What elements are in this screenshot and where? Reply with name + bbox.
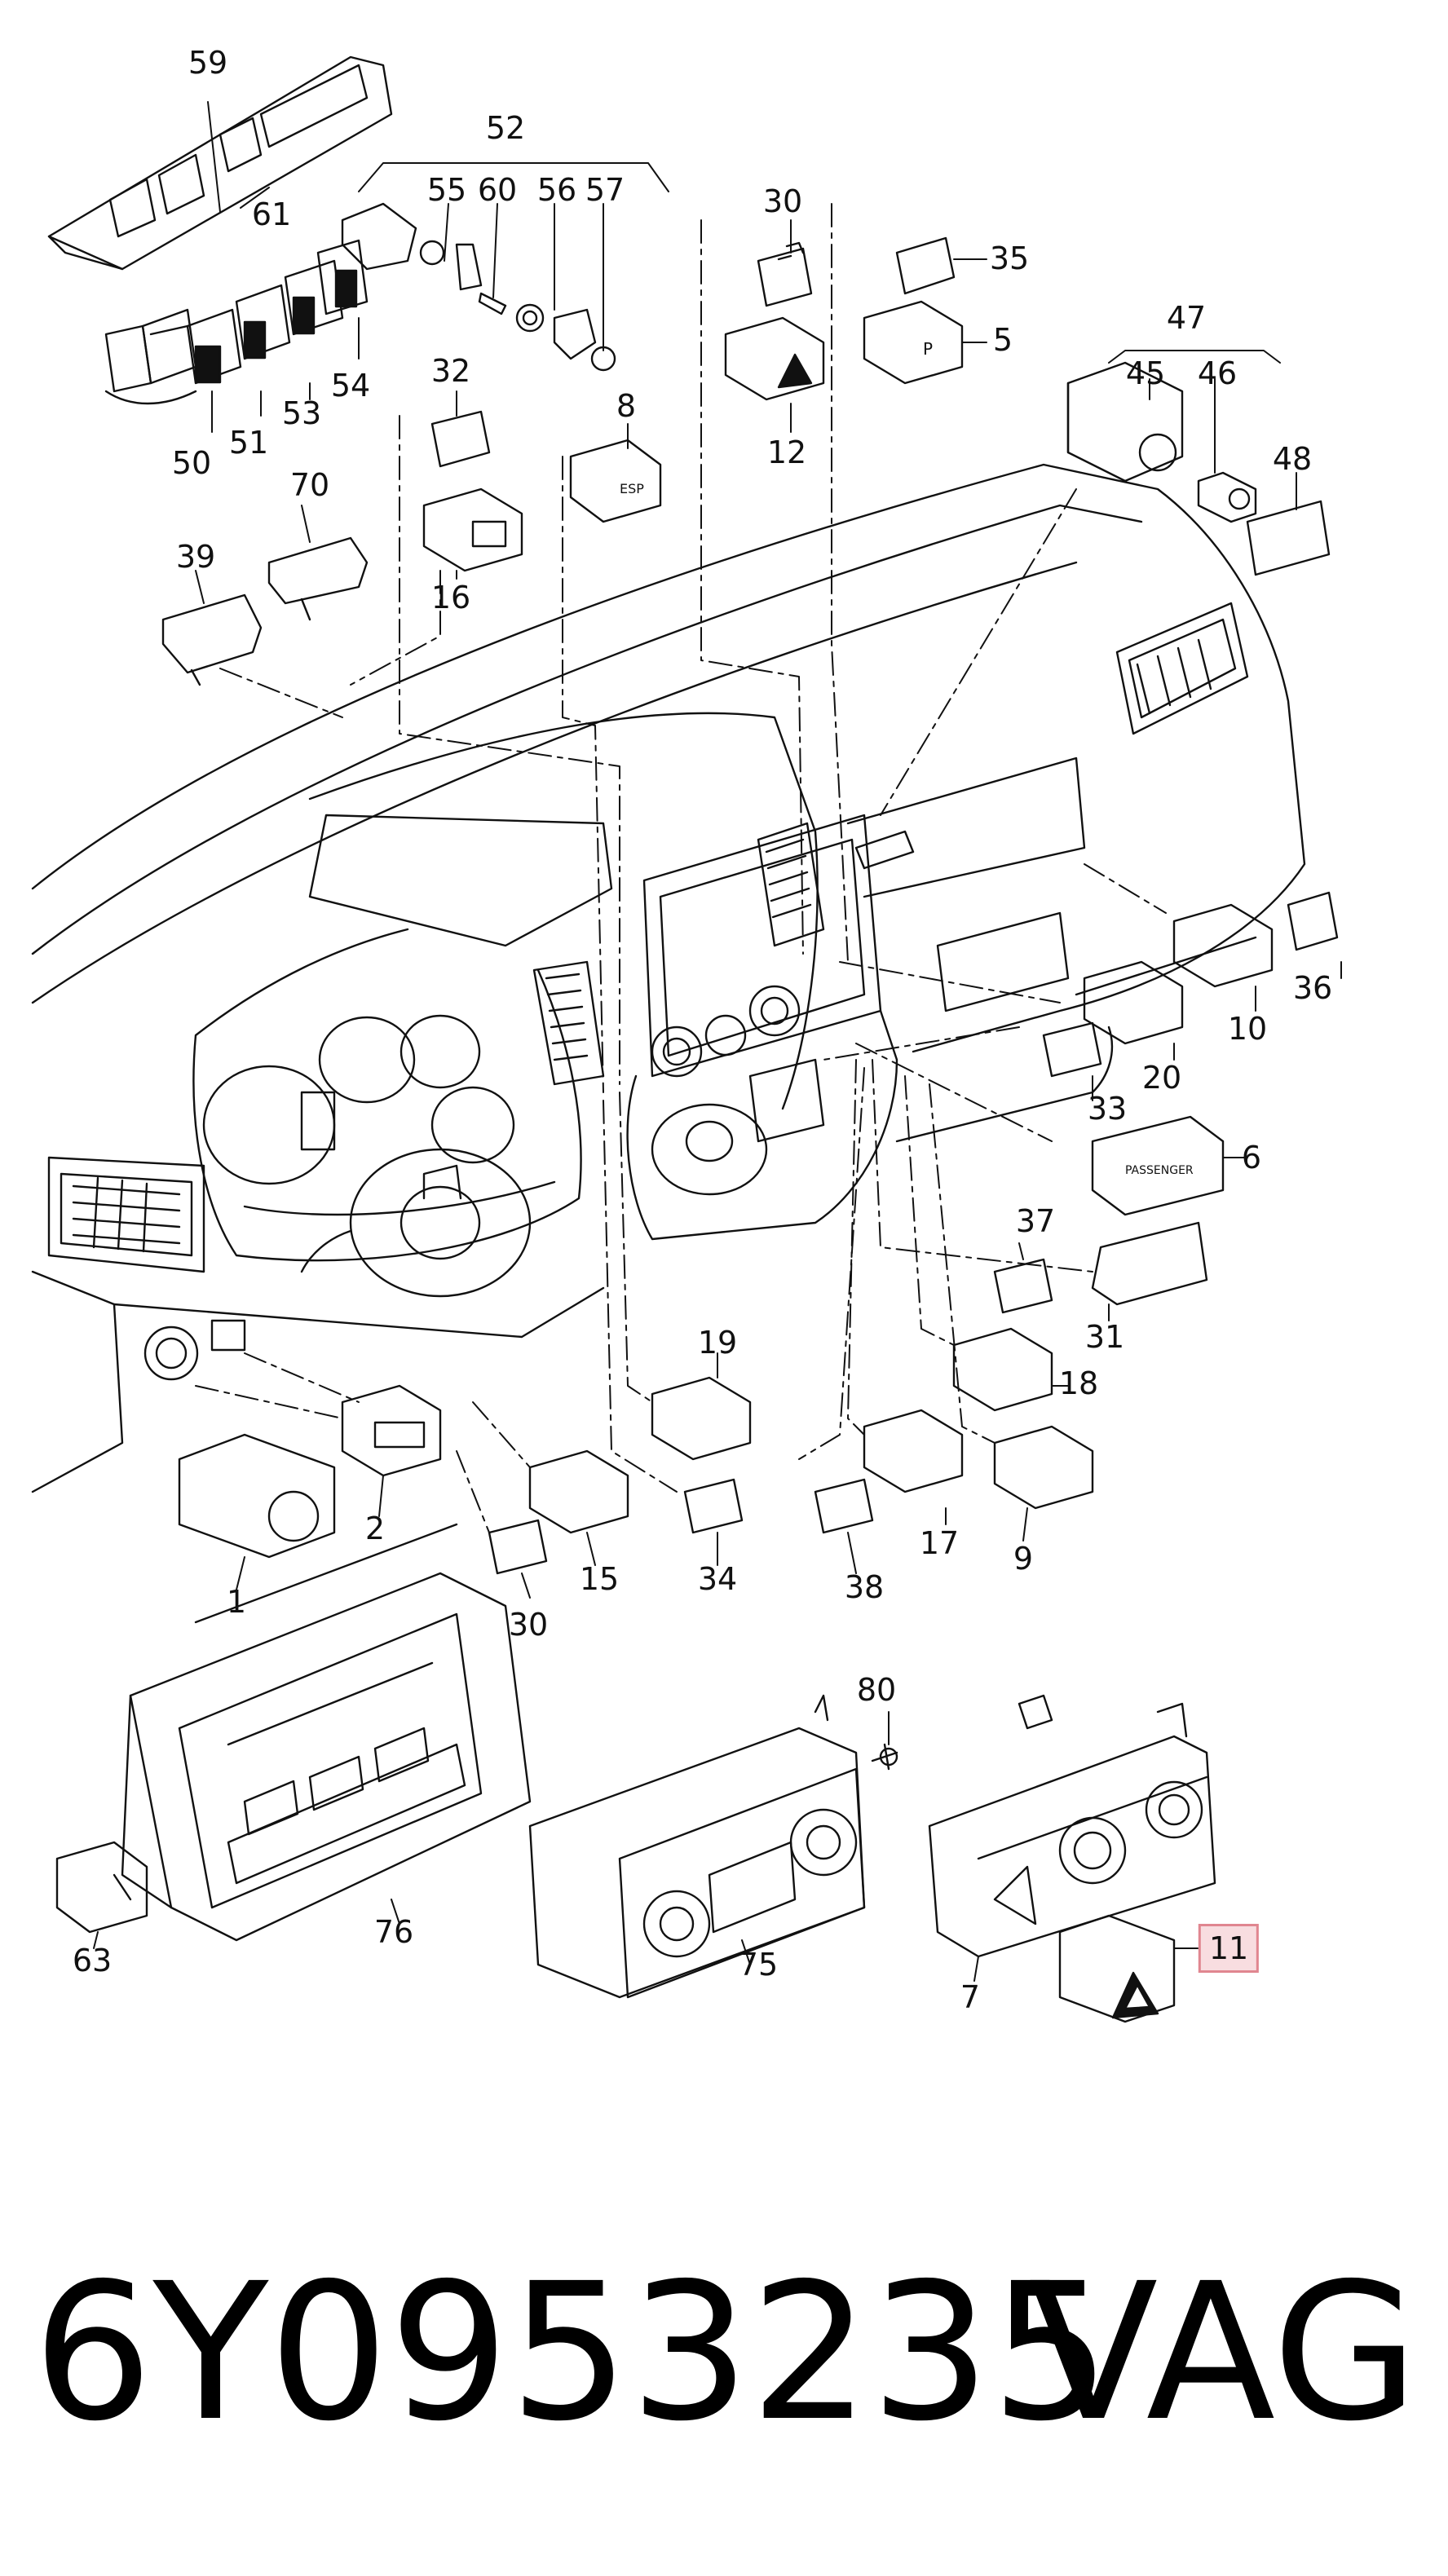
- switch-38: [814, 1478, 874, 1534]
- light-switch-unit-7: [928, 1694, 1216, 1958]
- light-switch-55: [341, 202, 616, 372]
- switch-18: [952, 1327, 1053, 1412]
- callout-39: 39: [175, 539, 216, 575]
- switch-19: [651, 1376, 752, 1461]
- callout-75: 75: [738, 1947, 779, 1983]
- svg-text:ESP: ESP: [620, 481, 644, 496]
- callout-10: 10: [1227, 1011, 1268, 1047]
- switch-6: PASSENGER: [1091, 1115, 1225, 1216]
- callout-35: 35: [989, 240, 1030, 276]
- callout-9: 9: [1013, 1541, 1034, 1577]
- callout-1: 1: [226, 1584, 247, 1620]
- callout-19: 19: [697, 1325, 738, 1361]
- cover-70: [267, 536, 369, 621]
- switch-10: [1172, 903, 1274, 988]
- switch-17: [863, 1409, 964, 1493]
- switch-9: [993, 1425, 1094, 1510]
- leader-lines: [93, 101, 1342, 1982]
- callout-55: 55: [426, 172, 467, 208]
- callout-36: 36: [1292, 970, 1333, 1006]
- callout-16: 16: [430, 580, 471, 615]
- assembly-lines: [195, 203, 1167, 1533]
- switch-20: [1083, 960, 1184, 1045]
- callout-12: 12: [766, 434, 807, 470]
- switch-panel-59: [47, 55, 393, 271]
- callout-32: 32: [430, 353, 471, 389]
- switch-30-top: [757, 241, 813, 307]
- switch-31: [1091, 1221, 1208, 1306]
- callout-48: 48: [1272, 441, 1313, 477]
- switch-37: [993, 1258, 1053, 1314]
- screw-80: [871, 1743, 898, 1771]
- switch-5: P: [863, 300, 964, 385]
- hazard-switch-11: [1058, 1914, 1176, 2023]
- callout-50: 50: [171, 445, 212, 481]
- callout-47: 47: [1166, 300, 1207, 336]
- dashboard-outline: [31, 463, 1306, 1493]
- callout-37: 37: [1015, 1203, 1056, 1239]
- light-switch-1: [178, 1433, 336, 1559]
- part-number: 6Y0953235: [33, 2243, 1111, 2463]
- callout-33: 33: [1087, 1091, 1128, 1127]
- callout-15: 15: [579, 1561, 620, 1597]
- switch-36: [1287, 891, 1339, 951]
- callout-17: 17: [919, 1525, 960, 1561]
- caption: 6Y0953235 VAG: [33, 2258, 1419, 2470]
- callout-20: 20: [1141, 1060, 1182, 1096]
- switch-15: [528, 1449, 629, 1534]
- switch-12: [724, 316, 825, 401]
- callout-18: 18: [1058, 1365, 1099, 1401]
- callout-38: 38: [844, 1569, 885, 1605]
- callout-80: 80: [856, 1672, 897, 1708]
- svg-text:PASSENGER: PASSENGER: [1125, 1164, 1194, 1177]
- callout-7: 7: [960, 1979, 981, 2015]
- callout-53: 53: [281, 395, 322, 431]
- switch-34: [683, 1478, 744, 1534]
- switch-32: [430, 410, 491, 468]
- callout-31: 31: [1084, 1319, 1125, 1355]
- callout-11-highlighted[interactable]: 11: [1198, 1924, 1260, 1973]
- switch-2: [341, 1384, 442, 1477]
- callout-59: 59: [188, 45, 228, 81]
- switch-16: [422, 487, 523, 572]
- callout-52: 52: [485, 110, 526, 146]
- callout-61: 61: [251, 196, 292, 232]
- callout-8: 8: [616, 388, 637, 424]
- svg-text:P: P: [923, 339, 933, 359]
- switch-30-bottom: [488, 1519, 548, 1575]
- climate-panel-76: [121, 1523, 532, 1942]
- switch-33: [1042, 1021, 1102, 1078]
- socket-45: [1066, 361, 1184, 483]
- brand-name: VAG: [1028, 2243, 1419, 2463]
- callout-2: 2: [364, 1511, 386, 1546]
- climate-unit-75: [528, 1694, 866, 1999]
- callout-70: 70: [289, 467, 330, 503]
- callout-60: 60: [477, 172, 518, 208]
- callout-34: 34: [697, 1561, 738, 1597]
- switch-35: [895, 236, 956, 295]
- switch-block-54-50: [104, 239, 369, 405]
- callout-6: 6: [1241, 1140, 1262, 1176]
- callout-76: 76: [373, 1914, 414, 1950]
- callout-30-top: 30: [762, 183, 803, 219]
- callout-46: 46: [1197, 355, 1238, 391]
- cover-39: [161, 593, 263, 686]
- callout-56: 56: [536, 172, 577, 208]
- callout-5: 5: [992, 322, 1013, 358]
- callout-63: 63: [72, 1943, 113, 1978]
- cover-48: [1246, 500, 1331, 576]
- callout-45: 45: [1125, 355, 1166, 391]
- callout-51: 51: [228, 425, 269, 461]
- switch-63: [55, 1841, 148, 1934]
- callout-54: 54: [330, 368, 371, 404]
- plug-46: [1197, 471, 1257, 523]
- callout-57: 57: [585, 172, 625, 208]
- switch-8: ESP: [569, 439, 662, 523]
- callout-30-bottom: 30: [508, 1607, 549, 1643]
